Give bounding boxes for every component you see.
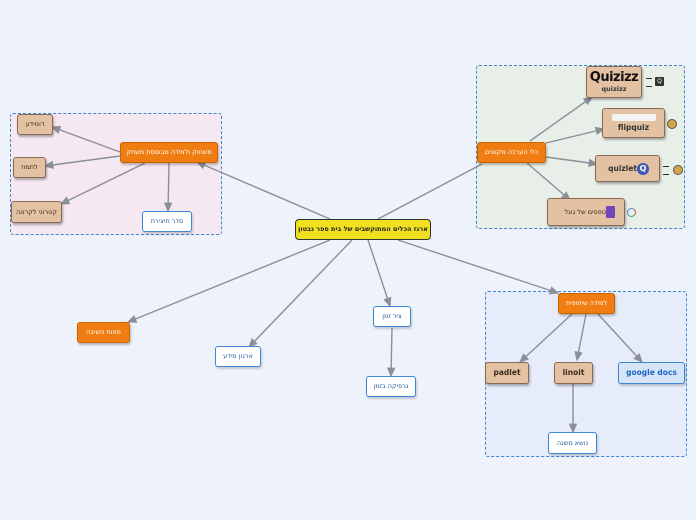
tool-flipquiz[interactable]: flipquiz [602,108,665,138]
subtopic-organizing-info-label: ארגון מידע [223,352,253,361]
tool-quizizz-label: quizizz [601,85,627,94]
subtopic-domida-label: דומידע [25,120,45,129]
subtopic-timeline-graphics[interactable]: גרפיקה בזמן [366,376,416,397]
topic-mind-maps[interactable]: מפות חשיבה [77,322,130,343]
topic-collaborative-learning[interactable]: למידה שיתופית [558,293,615,314]
topic-mind-maps-label: מפות חשיבה [86,328,121,337]
subtopic-timeline-label: ציר זמן [382,312,402,321]
forms-icon [606,206,615,218]
subtopic-noseh-mishneh-label: נושא משנה [556,438,589,447]
tool-google-forms[interactable]: טפסים של גוגל [547,198,625,226]
quizizz-app-icon: Quizizz [589,70,639,86]
subtopic-letamuz[interactable]: לתמוז [13,157,46,178]
tool-quizlet[interactable]: Q quizlet [595,155,660,182]
tool-quizlet-label: quizlet [608,163,637,173]
notes-icon[interactable] [646,78,652,87]
topic-game-based-learning[interactable]: משחוק ולמידה מבוססת משחק [120,142,218,163]
subtopic-seder[interactable]: סדר תיצירת [142,211,192,232]
subtopic-organizing-info[interactable]: ארגון מידע [215,346,261,367]
subtopic-seder-label: סדר תיצירת [150,217,184,226]
tool-google-forms-label: טפסים של גוגל [564,207,606,216]
tool-padlet-label: padlet [493,368,521,378]
subtopic-timeline-graphics-label: גרפיקה בזמן [373,382,409,391]
globe-icon[interactable] [673,165,683,175]
google-icon[interactable] [627,208,636,217]
globe-icon[interactable] [667,119,677,129]
central-topic[interactable]: ארגז הכלים המתוקשבים של בית ספר נבטון [295,219,431,240]
topic-online-assessment[interactable]: כלי הערכה מקוונים [477,142,546,163]
subtopic-domida[interactable]: דומידע [17,114,53,135]
tool-flipquiz-label: flipquiz [617,123,650,133]
notes-icon[interactable] [663,166,669,175]
flipquiz-logo-icon [611,114,656,122]
subtopic-timeline[interactable]: ציר זמן [373,306,411,327]
topic-game-based-learning-label: משחוק ולמידה מבוססת משחק [126,148,212,157]
central-topic-label: ארגז הכלים המתוקשבים של בית ספר נבטון [298,225,428,234]
subtopic-katroni-label: קטרוני לקרונה [16,207,57,216]
tool-linoit-label: linoit [562,368,585,378]
subtopic-katroni[interactable]: קטרוני לקרונה [11,201,62,223]
quizlet-q-icon: Q [637,162,649,175]
topic-online-assessment-label: כלי הערכה מקוונים [484,148,539,157]
topic-collaborative-learning-label: למידה שיתופית [565,299,608,308]
quizizz-app-icon[interactable]: Q [655,77,664,86]
tool-linoit[interactable]: linoit [554,362,593,384]
subtopic-letamuz-label: לתמוז [21,163,38,172]
subtopic-noseh-mishneh[interactable]: נושא משנה [548,432,597,454]
tool-google-docs-label: google docs [626,368,677,378]
tool-google-docs[interactable]: google docs [618,362,685,384]
tool-quizizz[interactable]: Quizizz quizizz [586,66,642,98]
tool-padlet[interactable]: padlet [485,362,529,384]
